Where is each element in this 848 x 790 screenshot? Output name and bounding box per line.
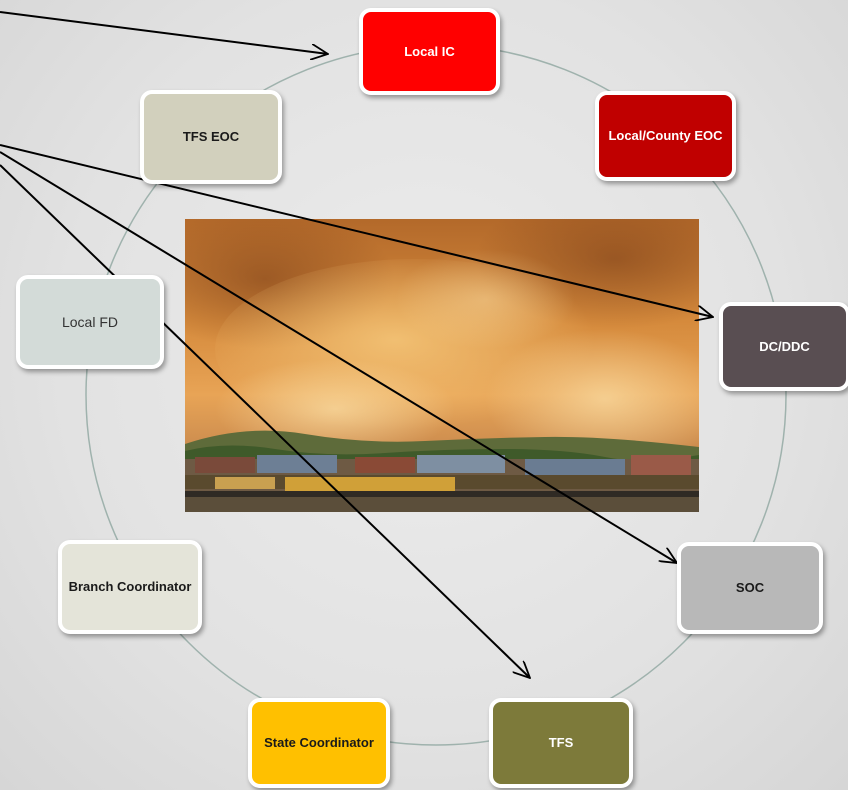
node-dc-ddc[interactable]: DC/DDC — [719, 302, 848, 391]
node-label: TFS EOC — [182, 129, 240, 144]
node-label: State Coordinator — [264, 735, 374, 750]
node-soc[interactable]: SOC — [677, 542, 823, 634]
node-tfs[interactable]: TFS — [489, 698, 633, 788]
wildfire-photo-image — [185, 219, 699, 512]
node-label: TFS — [548, 735, 574, 750]
node-local-ic[interactable]: Local IC — [359, 8, 500, 95]
node-label: DC/DDC — [759, 338, 810, 354]
node-label: SOC — [735, 580, 765, 595]
node-label: Local IC — [404, 43, 455, 59]
node-label: Local/County EOC — [608, 128, 723, 143]
node-state-coordinator[interactable]: State Coordinator — [248, 698, 390, 788]
node-local-county-eoc[interactable]: Local/County EOC — [595, 91, 736, 181]
node-label: Branch Coordinator — [68, 579, 192, 594]
wildfire-photo — [185, 219, 699, 512]
node-label: Local FD — [61, 314, 119, 330]
node-branch-coordinator[interactable]: Branch Coordinator — [58, 540, 202, 634]
node-tfs-eoc[interactable]: TFS EOC — [140, 90, 282, 184]
node-local-fd[interactable]: Local FD — [16, 275, 164, 369]
